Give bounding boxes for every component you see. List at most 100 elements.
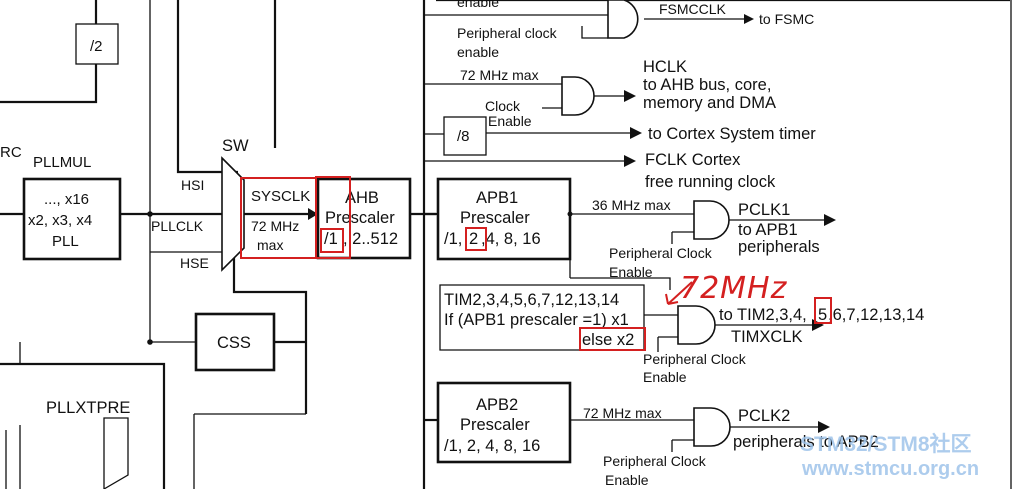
fclk-arrow [624, 155, 636, 167]
rc-fragment-label: RC [0, 144, 22, 161]
apb2-prescaler-block [436, 381, 572, 464]
tim5-highlight [814, 297, 832, 324]
pce2-label-1: Peripheral Clock [643, 351, 747, 367]
pllxtpre-mux [103, 417, 129, 489]
ahb-label-3a: /1 [324, 230, 338, 248]
sysclk-arrow [308, 208, 318, 220]
apb1-label-2: Prescaler [460, 209, 530, 227]
pclk1-arrow [824, 214, 836, 226]
sw-mux [221, 156, 245, 272]
pll-block [22, 177, 122, 261]
pclk2-arrow [818, 421, 830, 433]
pce1-label-1: Peripheral Clock [609, 245, 713, 261]
clock-enable-label-2: Enable [488, 113, 532, 129]
hclk-max-label: 72 MHz max [460, 67, 539, 83]
hse-label: HSE [180, 255, 209, 271]
x2-highlight [579, 327, 646, 351]
timxclk-label: TIMXCLK [731, 328, 803, 346]
div2-box [75, 23, 119, 65]
pce-top-label-2: enable [457, 44, 499, 60]
pclk1-desc-1: to APB1 [738, 221, 798, 239]
ahb-div1-highlight [320, 228, 344, 253]
tim-label-3: else x2 [582, 331, 634, 349]
pclk2-label: PCLK2 [738, 407, 790, 425]
div8-box [443, 116, 487, 156]
handwritten-72mhz: 72MHz [680, 271, 788, 306]
clock-enable-label-1: Clock [485, 98, 521, 114]
apb2-label-3: /1, 2, 4, 8, 16 [444, 437, 540, 455]
tim-label-2: If (APB1 prescaler =1) x1 [444, 311, 629, 329]
css-feedback-wire [232, 258, 308, 414]
hclk-arrow [624, 90, 636, 102]
pllxtpre-label: PLLXTPRE [46, 399, 130, 417]
hclk-label: HCLK [643, 58, 687, 76]
apb1-label-3b: 2 [469, 230, 478, 248]
ahb-label-3b: , 2..512 [343, 230, 398, 248]
div2-label: /2 [90, 38, 103, 55]
pce3-label-2: Enable [605, 472, 649, 488]
timxclk-enable-wire [657, 336, 678, 352]
tim-label-1: TIM2,3,4,5,6,7,12,13,14 [444, 291, 619, 309]
pll-line-3: PLL [52, 233, 79, 250]
hclk-desc-2: memory and DMA [643, 94, 776, 112]
div8-label: /8 [457, 128, 470, 145]
pclk1-desc-2: peripherals [738, 238, 820, 256]
sw-label: SW [222, 137, 249, 155]
enable-top-label: enable [457, 0, 499, 10]
max-label: max [257, 237, 283, 253]
apb1-div2-highlight [465, 227, 487, 251]
fsmc-enable-wire [581, 26, 608, 39]
pce1-label-2: Enable [609, 264, 653, 280]
pll-line-1: ..., x16 [44, 191, 89, 208]
cortex-timer-arrow [630, 127, 642, 139]
pce3-label-1: Peripheral Clock [603, 453, 707, 469]
apb2-label-2: Prescaler [460, 416, 530, 434]
tim-feed-wire-2 [570, 277, 671, 290]
fclk-label-1: FCLK Cortex [645, 151, 741, 169]
to-fsmc-label: to FSMC [759, 11, 814, 27]
pclk2-enable-wire [671, 439, 694, 452]
tim-to-label-a: to TIM2,3,4, [719, 306, 807, 324]
pllmul-label: PLLMUL [33, 154, 91, 171]
annotation-arrow [665, 281, 693, 305]
pclk1-and-gate [693, 200, 730, 240]
apb2-label-1: APB2 [476, 396, 518, 414]
hclk-desc-1: to AHB bus, core, [643, 76, 771, 94]
ahb-left-highlight [315, 176, 351, 259]
pclk2-and-gate [693, 407, 731, 447]
ahb-prescaler-block [316, 177, 412, 260]
apb1-max-label: 36 MHz max [592, 197, 671, 213]
watermark-line-2: www.stmcu.org.cn [801, 458, 979, 480]
css-label: CSS [217, 334, 251, 352]
tim-to-label-b: 5 [818, 306, 827, 324]
pclk2-desc: peripherals to APB2 [733, 433, 879, 451]
mhz72-label: 72 MHz [251, 218, 299, 234]
pllclk-label: PLLCLK [151, 218, 204, 234]
pclk1-label: PCLK1 [738, 201, 790, 219]
hsi-wire [176, 0, 238, 174]
watermark-line-1: STM32/STM8社区 [800, 432, 972, 456]
fclk-label-2: free running clock [645, 173, 776, 191]
apb2-max-label: 72 MHz max [583, 405, 662, 421]
pll-line-2: x2, x3, x4 [28, 212, 92, 229]
fsmc-and-gate [607, 0, 639, 39]
tim-to-label-c: ,6,7,12,13,14 [828, 306, 924, 324]
pce2-label-2: Enable [643, 369, 687, 385]
junction-dot-2 [147, 339, 153, 345]
ahb-label-1: AHB [345, 189, 379, 207]
cortex-timer-label: to Cortex System timer [648, 125, 816, 143]
timxclk-and-gate [677, 305, 716, 345]
fsmcclk-label: FSMCCLK [659, 1, 727, 17]
hclk-and-gate [561, 76, 595, 116]
apb1-label-3a: /1, [444, 230, 462, 248]
pce-top-label-1: Peripheral clock [457, 25, 558, 41]
fsmcclk-arrow [744, 14, 754, 24]
pllxtpre-block [0, 362, 166, 489]
apb1-label-1: APB1 [476, 189, 518, 207]
sysclk-label: SYSCLK [251, 188, 310, 205]
pclk1-enable-wire [671, 231, 694, 244]
ahb-label-2: Prescaler [325, 209, 395, 227]
apb1-label-3c: ,4, 8, 16 [481, 230, 541, 248]
